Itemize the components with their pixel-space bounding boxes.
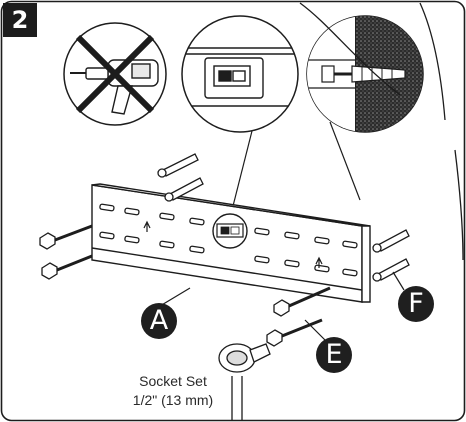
leader-line-middle	[232, 131, 252, 210]
wall-anchors-f	[373, 230, 409, 281]
callout-wall-plate-a: A	[141, 303, 177, 339]
lag-bolt-icon	[40, 226, 92, 279]
level-bubble-detail	[180, 16, 300, 132]
leader-line-right	[330, 122, 360, 200]
socket-set-label: Socket Set 1/2" (13 mm)	[98, 372, 248, 410]
wall-anchor-detail	[300, 10, 435, 140]
no-drill-icon	[64, 23, 166, 125]
step-number-badge: 2	[3, 3, 37, 37]
level-bubble-icon	[214, 66, 250, 86]
callout-lag-bolts-e: E	[316, 337, 352, 373]
socket-set-line-2: 1/2" (13 mm)	[98, 391, 248, 410]
lag-bolts-e	[267, 288, 330, 346]
leader-line-f	[393, 272, 404, 290]
wall-plate	[92, 184, 370, 302]
socket-set-line-1: Socket Set	[98, 372, 248, 391]
callout-anchors-f: F	[398, 286, 434, 322]
